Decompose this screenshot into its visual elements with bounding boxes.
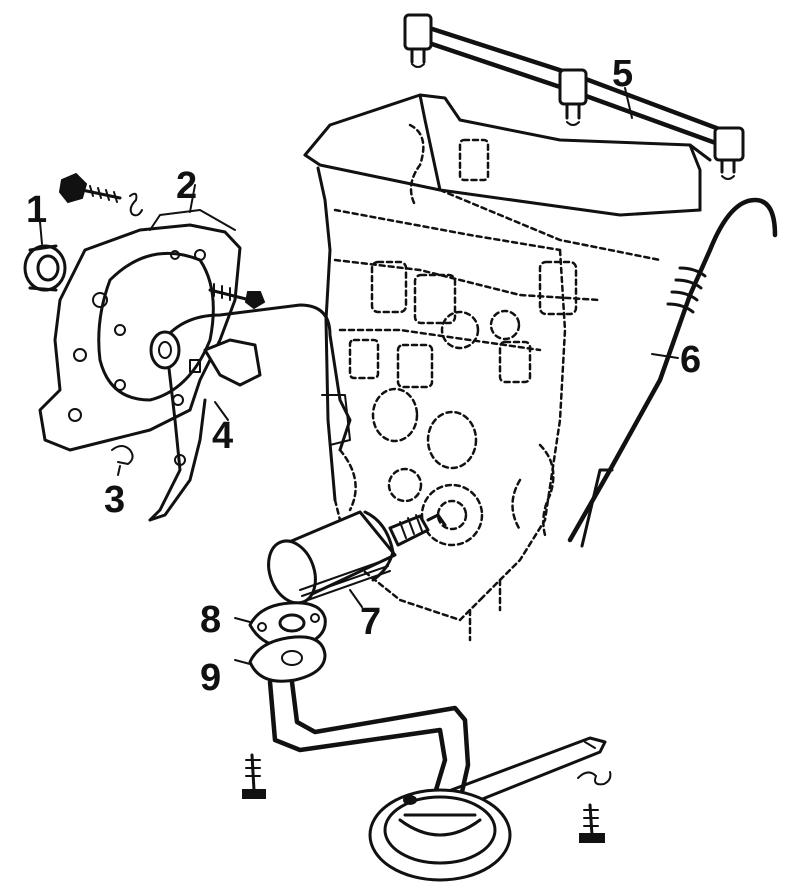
- bolt-top-left: [58, 172, 143, 217]
- part-9-oil-pickup: [234, 635, 607, 882]
- part-2-cover-plate: [38, 184, 242, 452]
- bolt-lower-left: [242, 753, 266, 799]
- callout-3: 3: [104, 479, 125, 521]
- callout-5: 5: [612, 53, 633, 95]
- callout-8: 8: [200, 599, 221, 641]
- callout-2: 2: [176, 165, 197, 207]
- callout-7: 7: [360, 601, 381, 643]
- part-6-dipstick: [567, 197, 778, 548]
- clip-lower-right: [577, 771, 612, 786]
- callout-4: 4: [212, 415, 233, 457]
- callout-6: 6: [680, 339, 701, 381]
- bolt-lower-right: [579, 803, 605, 843]
- part-1-seal: [23, 221, 67, 292]
- part-3-clip: [111, 445, 134, 476]
- part-7-oil-filter: [267, 510, 447, 608]
- callout-9: 9: [200, 657, 221, 699]
- bolt-mid: [208, 283, 266, 310]
- engine-block: [303, 93, 712, 642]
- part-5-rail: [403, 13, 745, 180]
- callout-1: 1: [26, 189, 47, 231]
- part-4-gasket: [148, 303, 352, 522]
